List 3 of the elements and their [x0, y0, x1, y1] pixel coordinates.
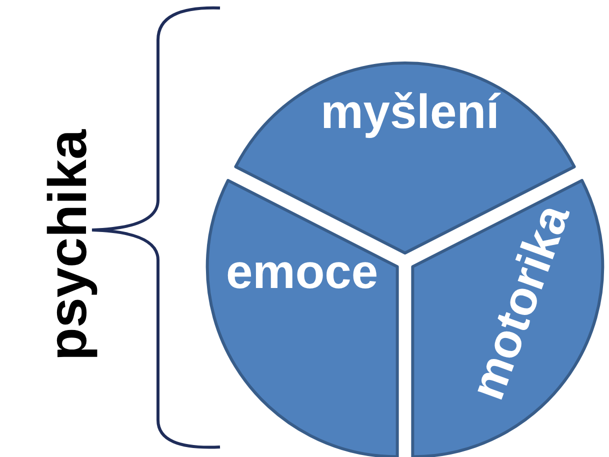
segment-label: myšlení — [320, 86, 500, 139]
brace-label: psychika — [38, 129, 98, 361]
segment-label: emoce — [226, 246, 378, 299]
